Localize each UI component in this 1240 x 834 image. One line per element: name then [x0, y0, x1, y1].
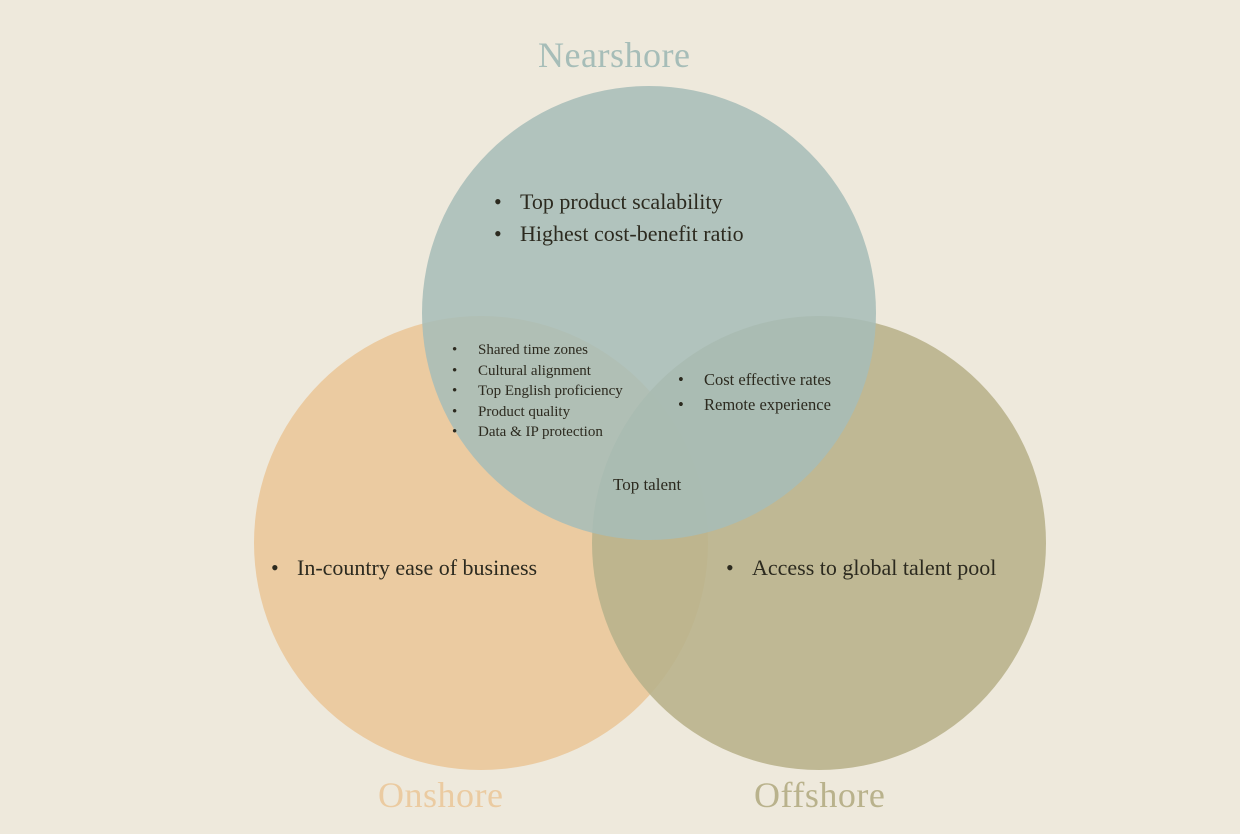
onshore-only-list: In-country ease of business: [271, 552, 537, 584]
list-item: Access to global talent pool: [726, 552, 996, 584]
center-overlap-label: Top talent: [613, 475, 682, 494]
list-item: Top product scalability: [494, 186, 744, 218]
list-item: Cost effective rates: [678, 368, 831, 393]
nearshore-onshore-overlap-list: Shared time zones Cultural alignment Top…: [452, 340, 623, 443]
list-item: Data & IP protection: [452, 422, 623, 443]
list-item: Top English proficiency: [452, 381, 623, 402]
nearshore-only-list: Top product scalability Highest cost-ben…: [494, 186, 744, 250]
list-item: In-country ease of business: [271, 552, 537, 584]
list-item: Shared time zones: [452, 340, 623, 361]
nearshore-circle: [422, 86, 876, 540]
nearshore-title: Nearshore: [538, 35, 691, 75]
list-item: Cultural alignment: [452, 361, 623, 382]
onshore-title: Onshore: [378, 775, 504, 815]
offshore-title: Offshore: [754, 775, 886, 815]
list-item: Product quality: [452, 402, 623, 423]
offshore-only-list: Access to global talent pool: [726, 552, 996, 584]
nearshore-offshore-overlap-list: Cost effective rates Remote experience: [678, 368, 831, 417]
list-item: Highest cost-benefit ratio: [494, 218, 744, 250]
list-item: Remote experience: [678, 393, 831, 418]
